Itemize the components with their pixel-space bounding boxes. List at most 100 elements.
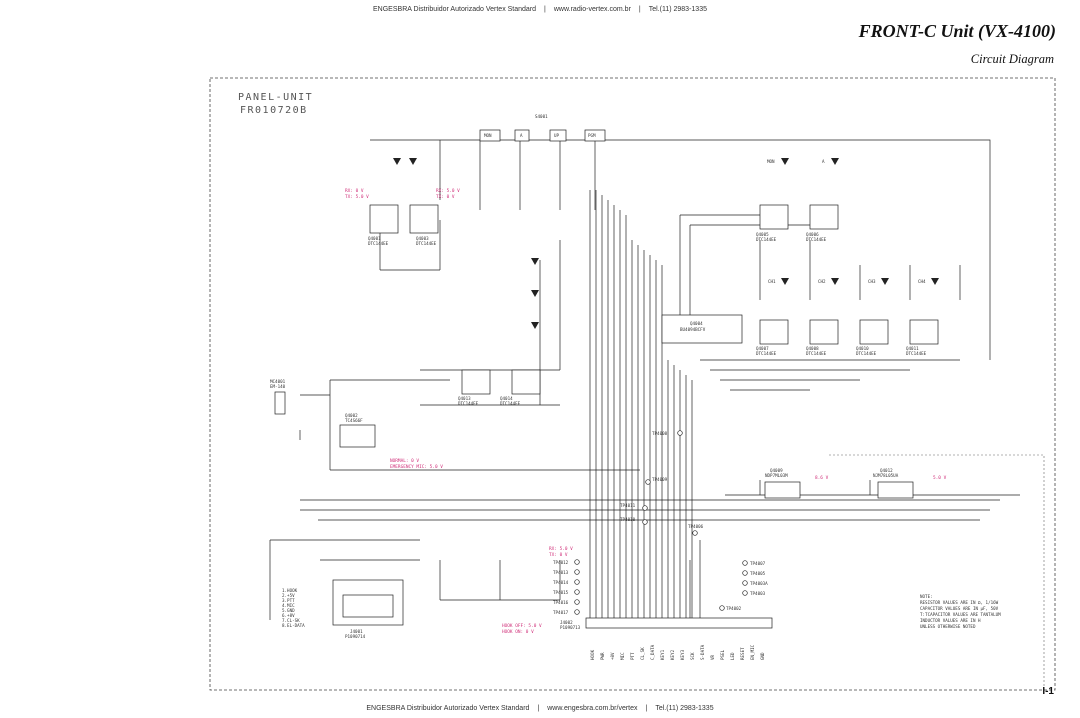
test-point-label: TP4005 (750, 571, 766, 576)
test-point-label: TP4007 (750, 561, 766, 566)
test-point (742, 560, 748, 566)
test-point (574, 599, 580, 605)
connector-pin: VR (710, 654, 715, 660)
transistor-ref: Q4010 (856, 346, 869, 351)
panel-unit-code: FR010720B (240, 105, 308, 116)
note-line: INDUCTOR VALUES ARE IN H (920, 618, 981, 623)
test-point (642, 505, 648, 511)
led-icon (531, 322, 539, 329)
voltage-annotations: RX: 0 V TX: 5.0 V RX: 5.0 V TX: 0 V RX: … (345, 188, 573, 635)
mic-jack: MC4001 EM-140 (270, 379, 286, 415)
transistor-part: DTC144EE (500, 401, 521, 406)
transistor-ref: Q4014 (500, 396, 513, 401)
switch-up (549, 129, 567, 142)
test-point-label: TP4003A (750, 581, 768, 586)
connector-pin: RESET (740, 647, 745, 660)
transistor-q4003 (409, 204, 439, 234)
switch-up-label: UP (554, 133, 560, 138)
switch-pgm (584, 129, 606, 142)
connector-ref: J4002 (560, 620, 573, 625)
regulator-part: NJM78L05UA (873, 473, 899, 478)
connector-pin: GND (760, 652, 765, 660)
footer-phone: Tel.(11) 2983-1335 (655, 705, 714, 712)
test-point (645, 479, 651, 485)
transistor-ref: Q4003 (416, 236, 429, 241)
mic-state-label: NORMAL: 0 V (390, 458, 419, 464)
transistor-q4005 (759, 204, 789, 230)
connector-pin: KEY2 (670, 649, 675, 660)
power-section-outline (829, 454, 1045, 690)
led-label-a: A (822, 159, 825, 164)
note-block: NOTE: RESISTOR VALUES ARE IN Ω, 1/16W CA… (920, 594, 1001, 629)
test-point-label: TP4010 (620, 517, 636, 522)
connector-pin: PSEL (720, 649, 725, 660)
switch-group: S4001 MON A UP PGM (479, 114, 606, 142)
mic-state-label: EMERGENCY MIC: 5.0 V (390, 464, 443, 470)
led-icon (531, 258, 539, 265)
jack-pin: 5.GND (282, 608, 295, 613)
test-point (692, 530, 698, 536)
transistor-ref: Q4005 (756, 232, 769, 237)
top-header-site[interactable]: www.radio-vertex.com.br (553, 6, 631, 13)
switch-mon (479, 129, 501, 142)
page-subtitle: Circuit Diagram (970, 52, 1054, 66)
transistor-part: DTC144EE (756, 237, 777, 242)
transistor-q4011 (909, 319, 939, 345)
jack-pin: 1.HOOK (282, 588, 298, 593)
regulator-q4012 (877, 481, 914, 499)
jack-part: P1090714 (345, 634, 366, 639)
transistor-part: DTC144EE (856, 351, 877, 356)
modular-jack: J4001 P1090714 1.HOOK 2.+5V 3.PTT 4.MIC … (282, 579, 404, 639)
note-line: RESISTOR VALUES ARE IN Ω, 1/16W (920, 600, 999, 605)
regulator-part: NDP7ML03M (765, 473, 788, 478)
jack-pin: 2.+5V (282, 593, 295, 598)
connector-pin: EN_MIC (750, 644, 755, 660)
connector-pin: S-DATA (700, 644, 705, 660)
test-point (742, 570, 748, 576)
test-point (574, 589, 580, 595)
connector-pin: MIC (620, 652, 625, 660)
connector-pin: KEY3 (680, 649, 685, 660)
test-points: TP4008 TP4009 TP4011 TP4010 TP4006 TP401… (553, 430, 768, 615)
transistor-part: DTC144EE (806, 237, 827, 242)
voltage-label: RX: 5.0 V (436, 188, 460, 194)
page-title: FRONT-C Unit (VX-4100) (858, 21, 1056, 41)
bottom-connector: J4002 P1090713 HOOK PWR +8V MIC PTT CL_S… (560, 617, 773, 660)
footer-site[interactable]: www.engesbra.com.br/vertex (547, 705, 638, 712)
voltage-label: TX: 0 V (436, 194, 455, 200)
transistor-part: DTC144EE (906, 351, 927, 356)
led-icon (781, 278, 789, 285)
regulator-q4009 (764, 481, 801, 499)
test-point-label: TP4015 (553, 590, 569, 595)
ic-q4002 (339, 424, 376, 448)
voltage-label: RX: 0 V (345, 188, 364, 194)
switch-a-label: A (520, 133, 523, 138)
hook-state-label: HOOK ON: 0 V (502, 629, 534, 635)
connector-pin: PTT (630, 652, 635, 660)
transistor-group: Q4001 DTC144EE Q4003 DTC144EE Q4005 DTC1… (368, 204, 939, 406)
test-point (574, 609, 580, 615)
test-point-label: TP4013 (553, 570, 569, 575)
note-line: T:TCAPACITOR VALUES ARE TANTALUM (920, 612, 1001, 617)
test-point (677, 430, 683, 436)
led-label-ch1: CH1 (768, 279, 776, 284)
transistor-part: DTC144EE (756, 351, 777, 356)
transistor-ref: Q4006 (806, 232, 819, 237)
switch-pgm-label: PGM (588, 133, 596, 138)
switch-mon-label: MON (484, 133, 492, 138)
regulator-voltage: 5.0 V (933, 475, 947, 481)
page-number: I-1 (1042, 686, 1054, 697)
jack-pin: 6.+8V (282, 613, 295, 618)
regulator-voltage: 8.6 V (815, 475, 829, 481)
led-icon (881, 278, 889, 285)
note-line: NOTE: (920, 594, 933, 599)
ic-analog-switch: Q4002 TC4S66F (339, 413, 376, 448)
led-icon (531, 290, 539, 297)
board-outline (209, 77, 1056, 691)
test-point (742, 580, 748, 586)
connector-pin: +8V (610, 652, 615, 660)
transistor-q4013 (461, 369, 491, 395)
bottom-footer: ENGESBRA Distribuidor Autorizado Vertex … (366, 705, 714, 712)
test-point-label: TP4008 (652, 431, 668, 436)
jack-pin: 7.CL-SK (282, 618, 300, 623)
